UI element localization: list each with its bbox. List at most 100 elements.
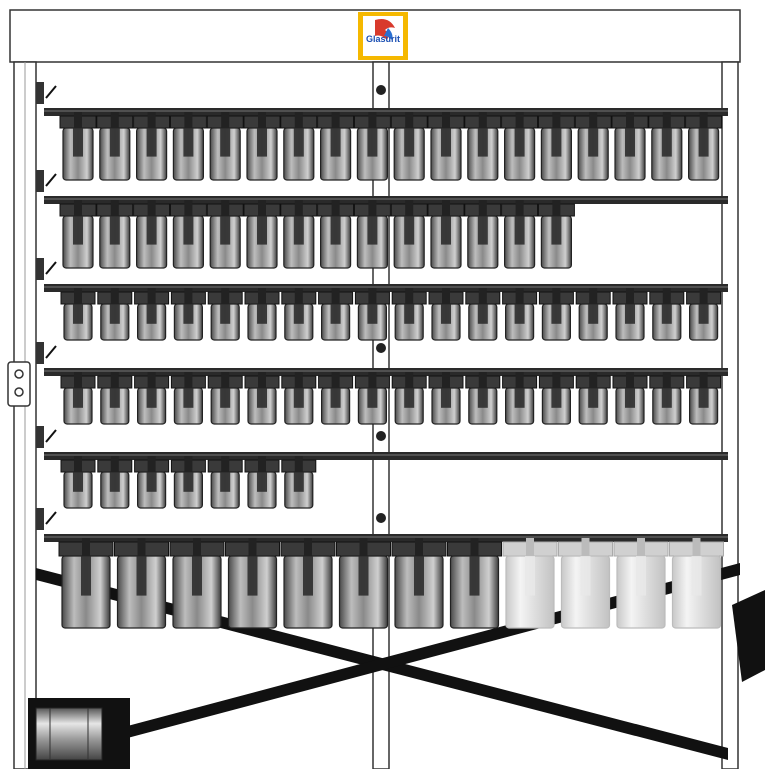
paint-can — [649, 288, 685, 341]
paint-can — [685, 112, 723, 181]
paint-can — [501, 112, 539, 181]
shelf-rail — [44, 108, 728, 116]
paint-can — [169, 200, 207, 269]
paint-can — [207, 456, 243, 509]
paint-can — [427, 112, 465, 181]
paint-can — [206, 200, 244, 269]
paint-can — [612, 372, 648, 425]
paint-can — [537, 200, 575, 269]
paint-can — [427, 200, 465, 269]
shelves — [36, 82, 728, 629]
paint-can — [281, 288, 317, 341]
right-post — [721, 61, 739, 769]
control-box — [7, 361, 31, 407]
paint-can — [611, 112, 649, 181]
paint-can — [169, 538, 225, 629]
paint-can — [59, 200, 97, 269]
paint-can — [447, 538, 502, 629]
shelf-rail — [44, 284, 728, 292]
paint-can — [169, 112, 207, 181]
shelf-bracket — [36, 82, 44, 104]
paint-can — [206, 112, 244, 181]
paint-can — [613, 538, 669, 629]
paint-can — [225, 538, 280, 629]
paint-can — [244, 456, 280, 509]
paint-can — [538, 372, 574, 425]
paint-can — [58, 538, 114, 629]
paint-can — [686, 288, 722, 341]
paint-can — [390, 200, 428, 269]
paint-can — [465, 288, 501, 341]
shelf-6 — [36, 508, 728, 629]
shelf-rail — [44, 534, 728, 542]
paint-can — [134, 288, 170, 341]
shelf-bracket — [36, 426, 44, 448]
paint-can — [354, 372, 390, 425]
paint-can — [502, 538, 558, 629]
paint-can — [170, 456, 206, 509]
paint-can — [391, 538, 447, 629]
paint-can — [648, 112, 686, 181]
paint-can — [207, 288, 243, 341]
paint-can — [280, 200, 318, 269]
paint-can — [244, 288, 280, 341]
paint-can — [60, 456, 96, 509]
paint-can — [280, 538, 336, 629]
paint-can — [96, 112, 134, 181]
paint-can — [390, 112, 428, 181]
paint-can — [97, 372, 133, 425]
paint-can — [353, 200, 391, 269]
shelf-rail — [44, 452, 728, 460]
paint-can — [318, 372, 354, 425]
paint-can — [317, 200, 355, 269]
paint-can — [502, 372, 538, 425]
paint-can — [114, 538, 169, 629]
paint-can — [686, 372, 722, 425]
brand-logo: Glasurit — [358, 12, 408, 60]
paint-can — [336, 538, 391, 629]
paint-can — [170, 288, 206, 341]
post-clip — [376, 85, 386, 95]
paint-can — [428, 372, 464, 425]
shelf-2 — [36, 170, 728, 269]
shelf-bracket — [36, 508, 44, 530]
shelf-bracket — [36, 258, 44, 280]
shelf-bracket — [36, 342, 44, 364]
paint-can — [134, 372, 170, 425]
paint-can — [558, 538, 613, 629]
post-clip — [376, 513, 386, 523]
paint-can — [280, 112, 318, 181]
paint-can — [170, 372, 206, 425]
paint-can — [244, 372, 280, 425]
paint-can — [575, 372, 611, 425]
paint-can — [60, 288, 96, 341]
shelf-rail — [44, 196, 728, 204]
paint-can — [502, 288, 538, 341]
paint-can — [60, 372, 96, 425]
paint-can — [575, 288, 611, 341]
paint-can — [97, 288, 133, 341]
paint-can — [428, 288, 464, 341]
paint-can — [281, 456, 317, 509]
paint-can — [133, 112, 171, 181]
paint-can — [354, 288, 390, 341]
paint-can — [96, 200, 134, 269]
paint-can — [391, 372, 427, 425]
paint-can — [353, 112, 391, 181]
paint-can — [318, 288, 354, 341]
paint-can — [59, 112, 97, 181]
shelf-5 — [36, 426, 728, 509]
paint-can — [649, 372, 685, 425]
paint-can — [207, 372, 243, 425]
paint-can — [538, 288, 574, 341]
shelf-rail — [44, 368, 728, 376]
shelf-4 — [36, 342, 728, 425]
paint-can — [612, 288, 648, 341]
paint-can — [317, 112, 355, 181]
paint-can — [574, 112, 612, 181]
post-clip — [376, 431, 386, 441]
motor-unit — [28, 698, 130, 769]
paint-can — [669, 538, 724, 629]
